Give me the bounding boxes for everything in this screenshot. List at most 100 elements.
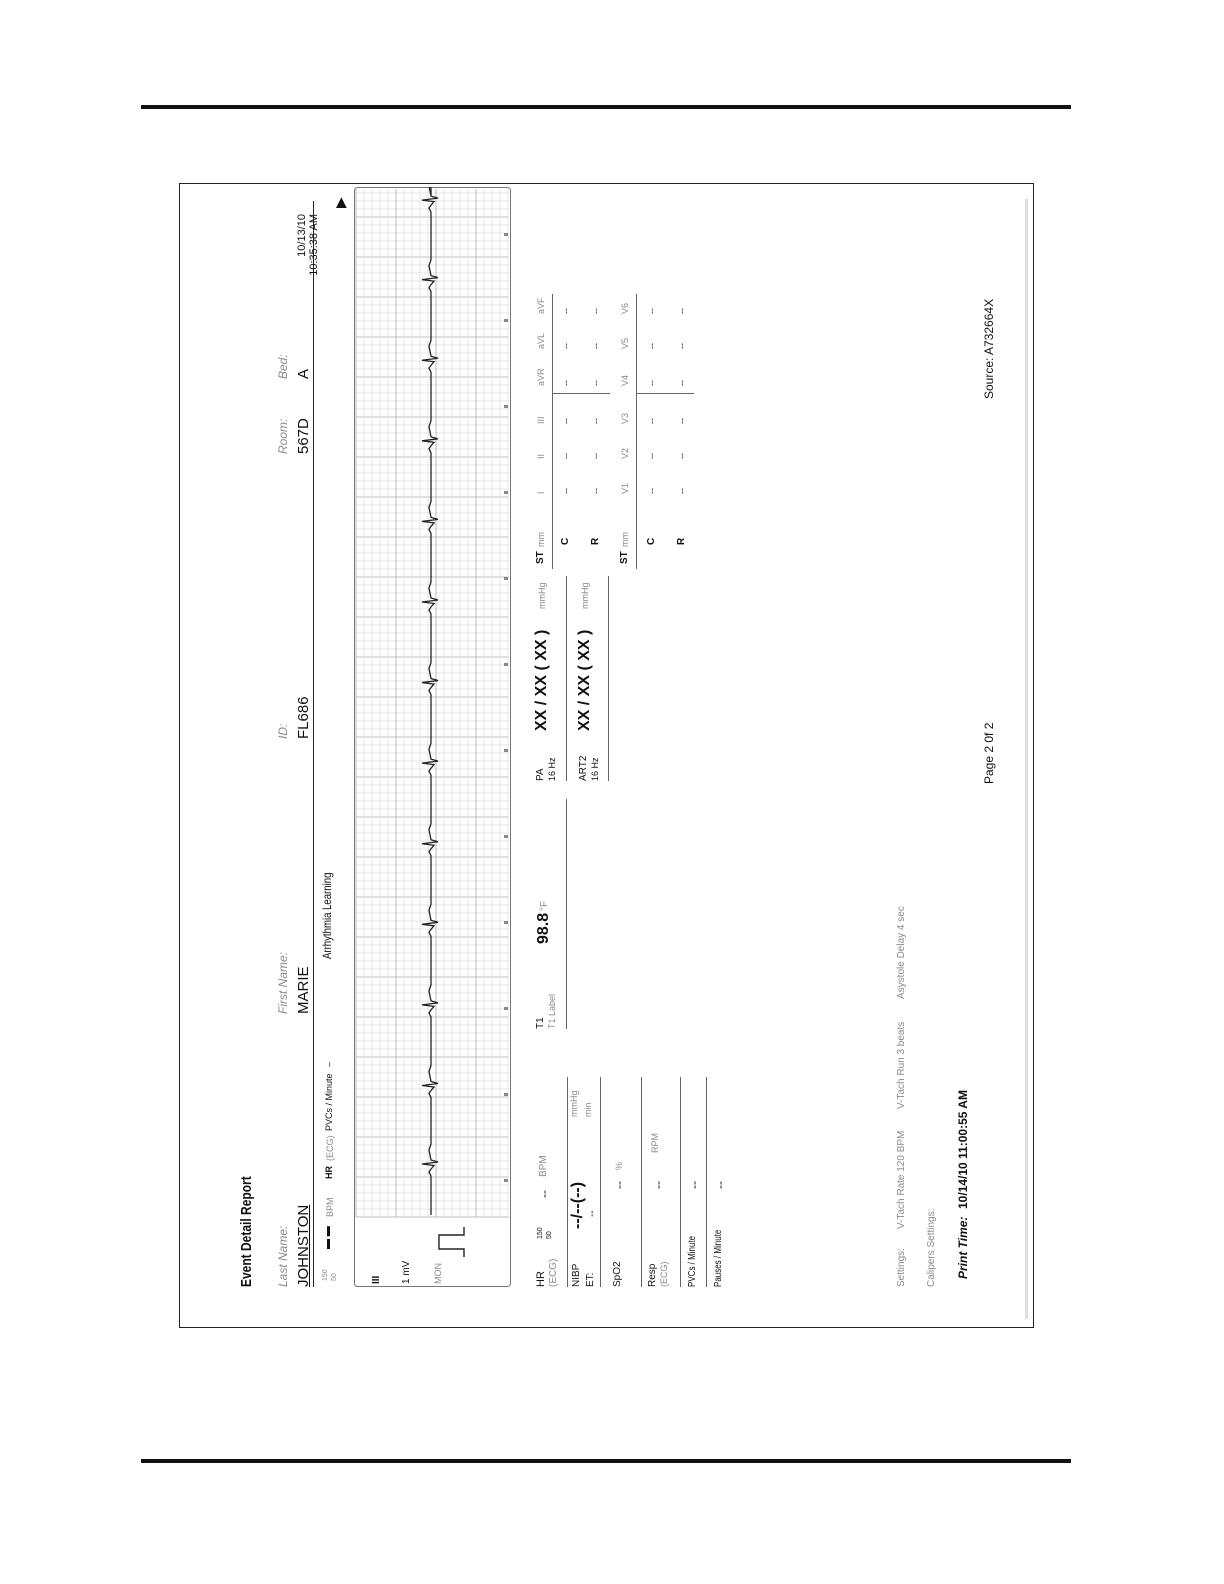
time-tick bbox=[504, 577, 508, 580]
temp-sub: T1 Label bbox=[547, 993, 557, 1029]
id-value: FL686 bbox=[295, 696, 312, 739]
st1-lead: II bbox=[536, 453, 546, 459]
time-tick bbox=[504, 1007, 508, 1010]
resp-value: -- bbox=[651, 1181, 665, 1189]
st1-divider bbox=[552, 393, 610, 394]
event-time: 10:35:38 AM bbox=[308, 214, 320, 276]
art2-rule bbox=[608, 576, 609, 781]
st2-lead: V1 bbox=[620, 482, 630, 494]
hr-scale-hi: 150 bbox=[322, 1269, 329, 1281]
temp-label: T1 bbox=[535, 1017, 546, 1029]
hr-unit: BPM bbox=[538, 1155, 549, 1177]
temp-value: 98.8 bbox=[535, 912, 552, 944]
strip-pvcs-value: _ bbox=[320, 1061, 330, 1067]
pa-filter: 16 Hz bbox=[547, 757, 557, 781]
rotated-report: Event Detail Report Last Name: JOHNSTON … bbox=[180, 184, 1033, 1327]
strip-pvcs: PVCs / Minute bbox=[324, 1073, 334, 1131]
asystole-delay: Asystole Delay 4 sec bbox=[896, 906, 907, 999]
time-tick bbox=[504, 491, 508, 494]
report-title: Event Detail Report bbox=[238, 1176, 255, 1287]
bed-label: Bed: bbox=[276, 354, 290, 379]
vtach-run: V-Tach Run 3 beats bbox=[896, 1021, 907, 1109]
st1-lead: III bbox=[536, 416, 546, 424]
st-value-cell: -- bbox=[591, 418, 601, 424]
st1-lead: aVF bbox=[536, 297, 546, 314]
spo2-unit: % bbox=[614, 1161, 624, 1170]
pa-value: XX / XX ( XX ) bbox=[533, 629, 550, 731]
st-value-cell: -- bbox=[561, 343, 571, 349]
first-name-value: MARIE bbox=[295, 966, 312, 1014]
st-value-cell: -- bbox=[591, 380, 601, 386]
hr-sub: (ECG) bbox=[548, 1258, 559, 1287]
st1-title: ST bbox=[535, 551, 546, 564]
st2-title: ST bbox=[619, 551, 630, 564]
st2-unit: mm bbox=[620, 532, 630, 547]
spo2-value: -- bbox=[612, 1181, 626, 1189]
st-value-cell: -- bbox=[647, 343, 657, 349]
time-tick bbox=[504, 405, 508, 408]
scan-edge-line bbox=[1025, 199, 1028, 1319]
resp-label: Resp bbox=[647, 1263, 658, 1287]
st-value-cell: -- bbox=[677, 418, 687, 424]
spo2-rule bbox=[641, 1077, 642, 1287]
resp-rule bbox=[680, 1077, 681, 1287]
nibp-label: NIBP bbox=[571, 1263, 582, 1287]
event-date: 10/13/10 bbox=[296, 214, 308, 257]
ecg-trace bbox=[421, 187, 439, 1215]
st1-rule bbox=[552, 294, 553, 569]
st-value-cell: -- bbox=[561, 453, 571, 459]
time-tick bbox=[504, 233, 508, 236]
event-marker-icon: ▶ bbox=[332, 197, 348, 208]
bottom-rule bbox=[141, 1459, 1071, 1463]
report-scan: Event Detail Report Last Name: JOHNSTON … bbox=[179, 183, 1034, 1328]
pvcs-rule bbox=[706, 1077, 707, 1287]
strip-grid bbox=[355, 189, 509, 1218]
id-label: ID: bbox=[276, 723, 290, 739]
ecg-strip bbox=[354, 187, 511, 1287]
time-tick bbox=[504, 1179, 508, 1182]
st-value-cell: -- bbox=[561, 488, 571, 494]
strip-bpm: BPM bbox=[325, 1197, 335, 1217]
time-tick bbox=[504, 1093, 508, 1096]
spo2-label: SpO2 bbox=[612, 1261, 623, 1287]
strip-border bbox=[354, 187, 511, 1287]
art2-value: XX / XX ( XX ) bbox=[576, 629, 593, 731]
st2-lead: V6 bbox=[620, 302, 630, 314]
room-value: 567D bbox=[295, 418, 312, 454]
st1-lead: I bbox=[536, 491, 546, 494]
page-number: Page 2 0f 2 bbox=[982, 722, 996, 784]
bed-value: A bbox=[295, 368, 312, 379]
strip-hr: HR bbox=[324, 1166, 334, 1179]
calipers-settings: Calipers Settings: bbox=[926, 1208, 937, 1287]
last-name-label: Last Name: bbox=[276, 1225, 290, 1287]
st2-row-c: C bbox=[646, 537, 657, 545]
st-value-cell: -- bbox=[561, 308, 571, 314]
st2-lead: V4 bbox=[620, 374, 630, 386]
top-rule bbox=[141, 105, 1071, 109]
st-value-cell: -- bbox=[647, 488, 657, 494]
st-value-cell: -- bbox=[677, 453, 687, 459]
temp-unit: °F bbox=[539, 900, 550, 911]
hr-label: HR bbox=[535, 1271, 547, 1287]
st-value-cell: -- bbox=[561, 418, 571, 424]
time-tick bbox=[504, 921, 508, 924]
time-tick bbox=[504, 749, 508, 752]
st2-lead: V2 bbox=[620, 447, 630, 459]
temp-rule bbox=[566, 799, 567, 1029]
time-tick bbox=[504, 663, 508, 666]
st2-lead: V5 bbox=[620, 337, 630, 349]
st1-row-r: R bbox=[590, 537, 601, 545]
st1-lead: aVR bbox=[536, 368, 546, 386]
strip-ecg: (ECG) bbox=[325, 1135, 335, 1162]
st1-lead: aVL bbox=[536, 332, 546, 349]
nibp-unit: mmHg bbox=[569, 1090, 579, 1118]
st-value-cell: -- bbox=[591, 308, 601, 314]
settings-label: Settings: bbox=[896, 1248, 907, 1287]
pa-label: PA bbox=[535, 768, 546, 781]
st-value-cell: -- bbox=[647, 418, 657, 424]
hr-scale-lo: 50 bbox=[331, 1273, 338, 1281]
pa-rule bbox=[566, 576, 567, 781]
st2-row-r: R bbox=[676, 537, 687, 545]
st-value-cell: -- bbox=[591, 488, 601, 494]
header-line bbox=[313, 201, 314, 1287]
